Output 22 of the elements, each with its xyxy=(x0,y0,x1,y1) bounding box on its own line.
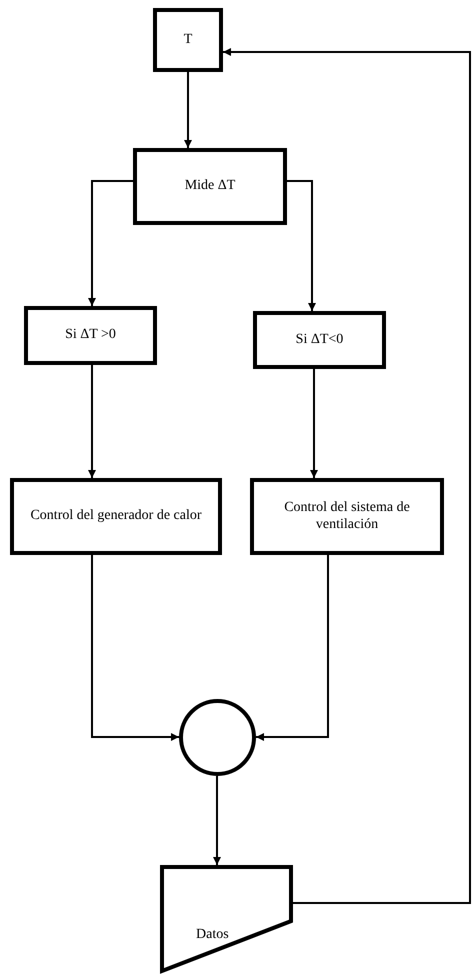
node-label: Control del sistema de ventilación xyxy=(283,500,411,533)
arrow xyxy=(91,555,179,741)
process-box xyxy=(133,148,287,225)
process-box xyxy=(153,8,223,72)
node-label: Control del generador de calor xyxy=(30,508,202,525)
node-label: Si ΔT<0 xyxy=(296,332,344,348)
node-label: Si ΔT >0 xyxy=(65,327,116,344)
process-box xyxy=(10,478,222,555)
node-label: T xyxy=(184,32,192,48)
condition-box xyxy=(253,311,386,369)
arrow xyxy=(88,180,133,306)
arrow xyxy=(88,365,96,478)
arrow xyxy=(223,48,471,904)
arrow xyxy=(256,555,329,741)
arrow xyxy=(184,72,192,148)
node-label: Mide ΔT xyxy=(184,178,236,195)
arrow xyxy=(310,369,318,478)
arrow xyxy=(287,180,316,311)
arrow xyxy=(213,776,221,865)
process-box xyxy=(250,478,444,555)
condition-box xyxy=(24,306,157,365)
node-label: Datos xyxy=(196,927,229,944)
